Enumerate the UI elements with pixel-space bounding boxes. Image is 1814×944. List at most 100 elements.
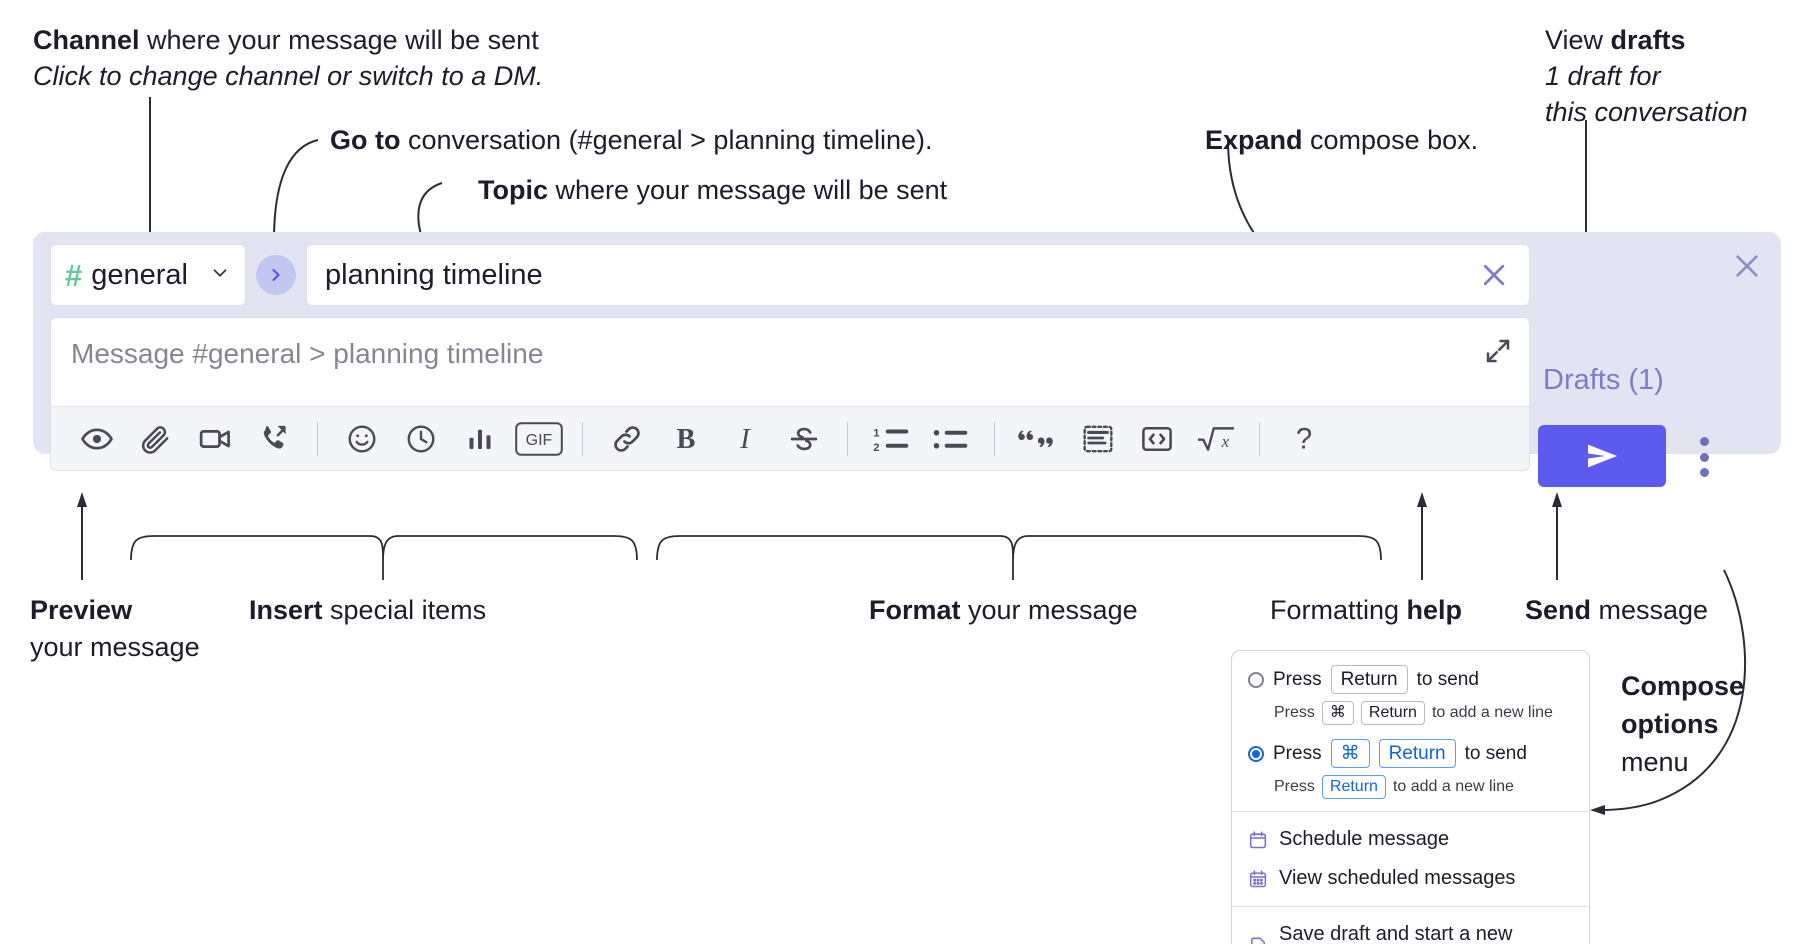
menu-item-label: View scheduled messages xyxy=(1279,867,1516,889)
send-shortcut-options: Press Return to send Press ⌘ Return to a… xyxy=(1232,651,1589,811)
annotation-help: Formatting help xyxy=(1270,592,1462,628)
emoji-icon[interactable] xyxy=(332,414,391,464)
drafts-link[interactable]: Drafts (1) xyxy=(1543,364,1664,396)
italic-icon[interactable]: I xyxy=(715,414,774,464)
option1-post: to send xyxy=(1416,668,1479,690)
toolbar-divider xyxy=(582,421,583,456)
panel-close-icon[interactable] xyxy=(1731,250,1763,287)
menu-divider xyxy=(1232,906,1589,907)
option2-sub-post: to add a new line xyxy=(1392,778,1514,795)
key-command: ⌘ xyxy=(1321,701,1354,725)
compose-options-menu-button[interactable] xyxy=(1691,437,1717,477)
radio-selected-icon[interactable] xyxy=(1248,745,1264,762)
code-snippet-icon[interactable] xyxy=(1127,414,1186,464)
link-icon[interactable] xyxy=(597,414,656,464)
menu-draft-group: Save draft and start a new message xyxy=(1232,907,1589,944)
channel-selector[interactable]: # general xyxy=(50,244,246,306)
toolbar-divider xyxy=(847,421,848,456)
annotation-compose-options-bold1: Compose xyxy=(1621,671,1745,701)
option1-sub-post: to add a new line xyxy=(1431,704,1553,721)
phone-forward-icon[interactable] xyxy=(244,414,303,464)
formatting-toolbar: GIF B I xyxy=(51,406,1529,470)
annotation-drafts: View drafts xyxy=(1545,22,1686,58)
topic-value: planning timeline xyxy=(325,258,543,291)
message-box: Message #general > planning timeline xyxy=(50,317,1530,471)
topic-field[interactable]: planning timeline xyxy=(306,244,1530,306)
help-label: ? xyxy=(1295,423,1311,455)
radio-unselected-icon[interactable] xyxy=(1248,671,1264,688)
clock-icon[interactable] xyxy=(391,414,450,464)
menu-item-save-draft[interactable]: Save draft and start a new message xyxy=(1232,915,1589,944)
annotation-channel: Channel where your message will be sent xyxy=(33,22,539,58)
bold-label: B xyxy=(676,424,695,455)
option1-pre: Press xyxy=(1273,668,1322,690)
expand-icon[interactable] xyxy=(1483,336,1513,371)
compose-panel: # general planning timeline xyxy=(33,232,1781,487)
annotation-channel-sub: Click to change channel or switch to a D… xyxy=(33,61,544,91)
annotation-drafts-pre: View xyxy=(1545,25,1611,55)
annotation-channel-rest: where your message will be sent xyxy=(139,25,539,55)
annotation-insert: Insert special items xyxy=(249,592,486,628)
compose-inner: # general planning timeline xyxy=(50,244,1530,471)
menu-item-view-scheduled-messages[interactable]: View scheduled messages xyxy=(1232,859,1589,898)
annotation-compose-options-l3: menu xyxy=(1621,747,1689,777)
annotation-insert-bold: Insert xyxy=(249,595,323,625)
annotation-topic-rest: where your message will be sent xyxy=(548,175,948,205)
option2-post: to send xyxy=(1464,742,1527,764)
italic-label: I xyxy=(739,424,751,455)
annotation-drafts-sub2: this conversation xyxy=(1545,97,1748,127)
toolbar-divider xyxy=(994,421,995,456)
annotation-expand-rest: compose box. xyxy=(1302,125,1479,155)
annotation-preview-line2: your message xyxy=(30,632,200,662)
option-cmd-return-to-send[interactable]: Press ⌘ Return to send xyxy=(1248,739,1573,768)
math-icon[interactable]: x xyxy=(1186,414,1245,464)
annotation-compose-options-bold2: options xyxy=(1621,709,1719,739)
channel-name-label: general xyxy=(91,258,188,291)
bulleted-list-icon[interactable] xyxy=(921,414,980,464)
gif-label: GIF xyxy=(525,432,552,449)
annotation-drafts-bold: drafts xyxy=(1610,25,1686,55)
gif-icon[interactable]: GIF xyxy=(509,414,568,464)
key-return: Return xyxy=(1330,665,1408,694)
annotation-channel-bold: Channel xyxy=(33,25,140,55)
key-return: Return xyxy=(1321,775,1386,799)
code-block-icon[interactable] xyxy=(1068,414,1127,464)
option2-sub-pre: Press xyxy=(1274,778,1315,795)
annotation-compose-options-l1: Compose xyxy=(1621,668,1744,704)
annotation-drafts-sub1: 1 draft for xyxy=(1545,61,1661,91)
menu-item-schedule-message[interactable]: Schedule message xyxy=(1232,820,1589,859)
strikethrough-icon[interactable] xyxy=(774,414,833,464)
calendar-grid-icon xyxy=(1248,869,1268,889)
annotation-send-bold: Send xyxy=(1525,595,1592,625)
menu-divider xyxy=(1232,811,1589,812)
annotation-preview: Preview xyxy=(30,592,132,628)
annotation-topic: Topic where your message will be sent xyxy=(478,172,947,208)
send-button[interactable] xyxy=(1538,425,1666,487)
paperclip-icon[interactable] xyxy=(126,414,185,464)
annotation-expand-bold: Expand xyxy=(1205,125,1303,155)
help-icon[interactable]: ? xyxy=(1274,414,1333,464)
close-icon[interactable] xyxy=(1473,256,1515,294)
kebab-dot xyxy=(1699,452,1709,462)
option2-pre: Press xyxy=(1273,742,1322,764)
annotation-format-bold: Format xyxy=(869,595,961,625)
bold-icon[interactable]: B xyxy=(656,414,715,464)
video-camera-icon[interactable] xyxy=(185,414,244,464)
blockquote-icon[interactable] xyxy=(1009,414,1068,464)
message-input[interactable]: Message #general > planning timeline xyxy=(51,318,1529,406)
annotation-help-pre: Formatting xyxy=(1270,595,1407,625)
bar-chart-icon[interactable] xyxy=(450,414,509,464)
option-return-to-send[interactable]: Press Return to send xyxy=(1248,665,1573,694)
annotation-insert-rest: special items xyxy=(322,595,487,625)
annotation-expand: Expand compose box. xyxy=(1205,122,1478,158)
annotation-goto: Go to conversation (#general > planning … xyxy=(330,122,933,158)
eye-icon[interactable] xyxy=(67,414,126,464)
annotation-goto-bold: Go to xyxy=(330,125,401,155)
kebab-dot xyxy=(1699,468,1709,477)
annotation-send-rest: message xyxy=(1591,595,1709,625)
compose-header-row: # general planning timeline xyxy=(50,244,1530,306)
svg-text:x: x xyxy=(1220,431,1229,450)
goto-conversation-button[interactable] xyxy=(256,255,296,295)
kebab-dot xyxy=(1699,437,1709,446)
